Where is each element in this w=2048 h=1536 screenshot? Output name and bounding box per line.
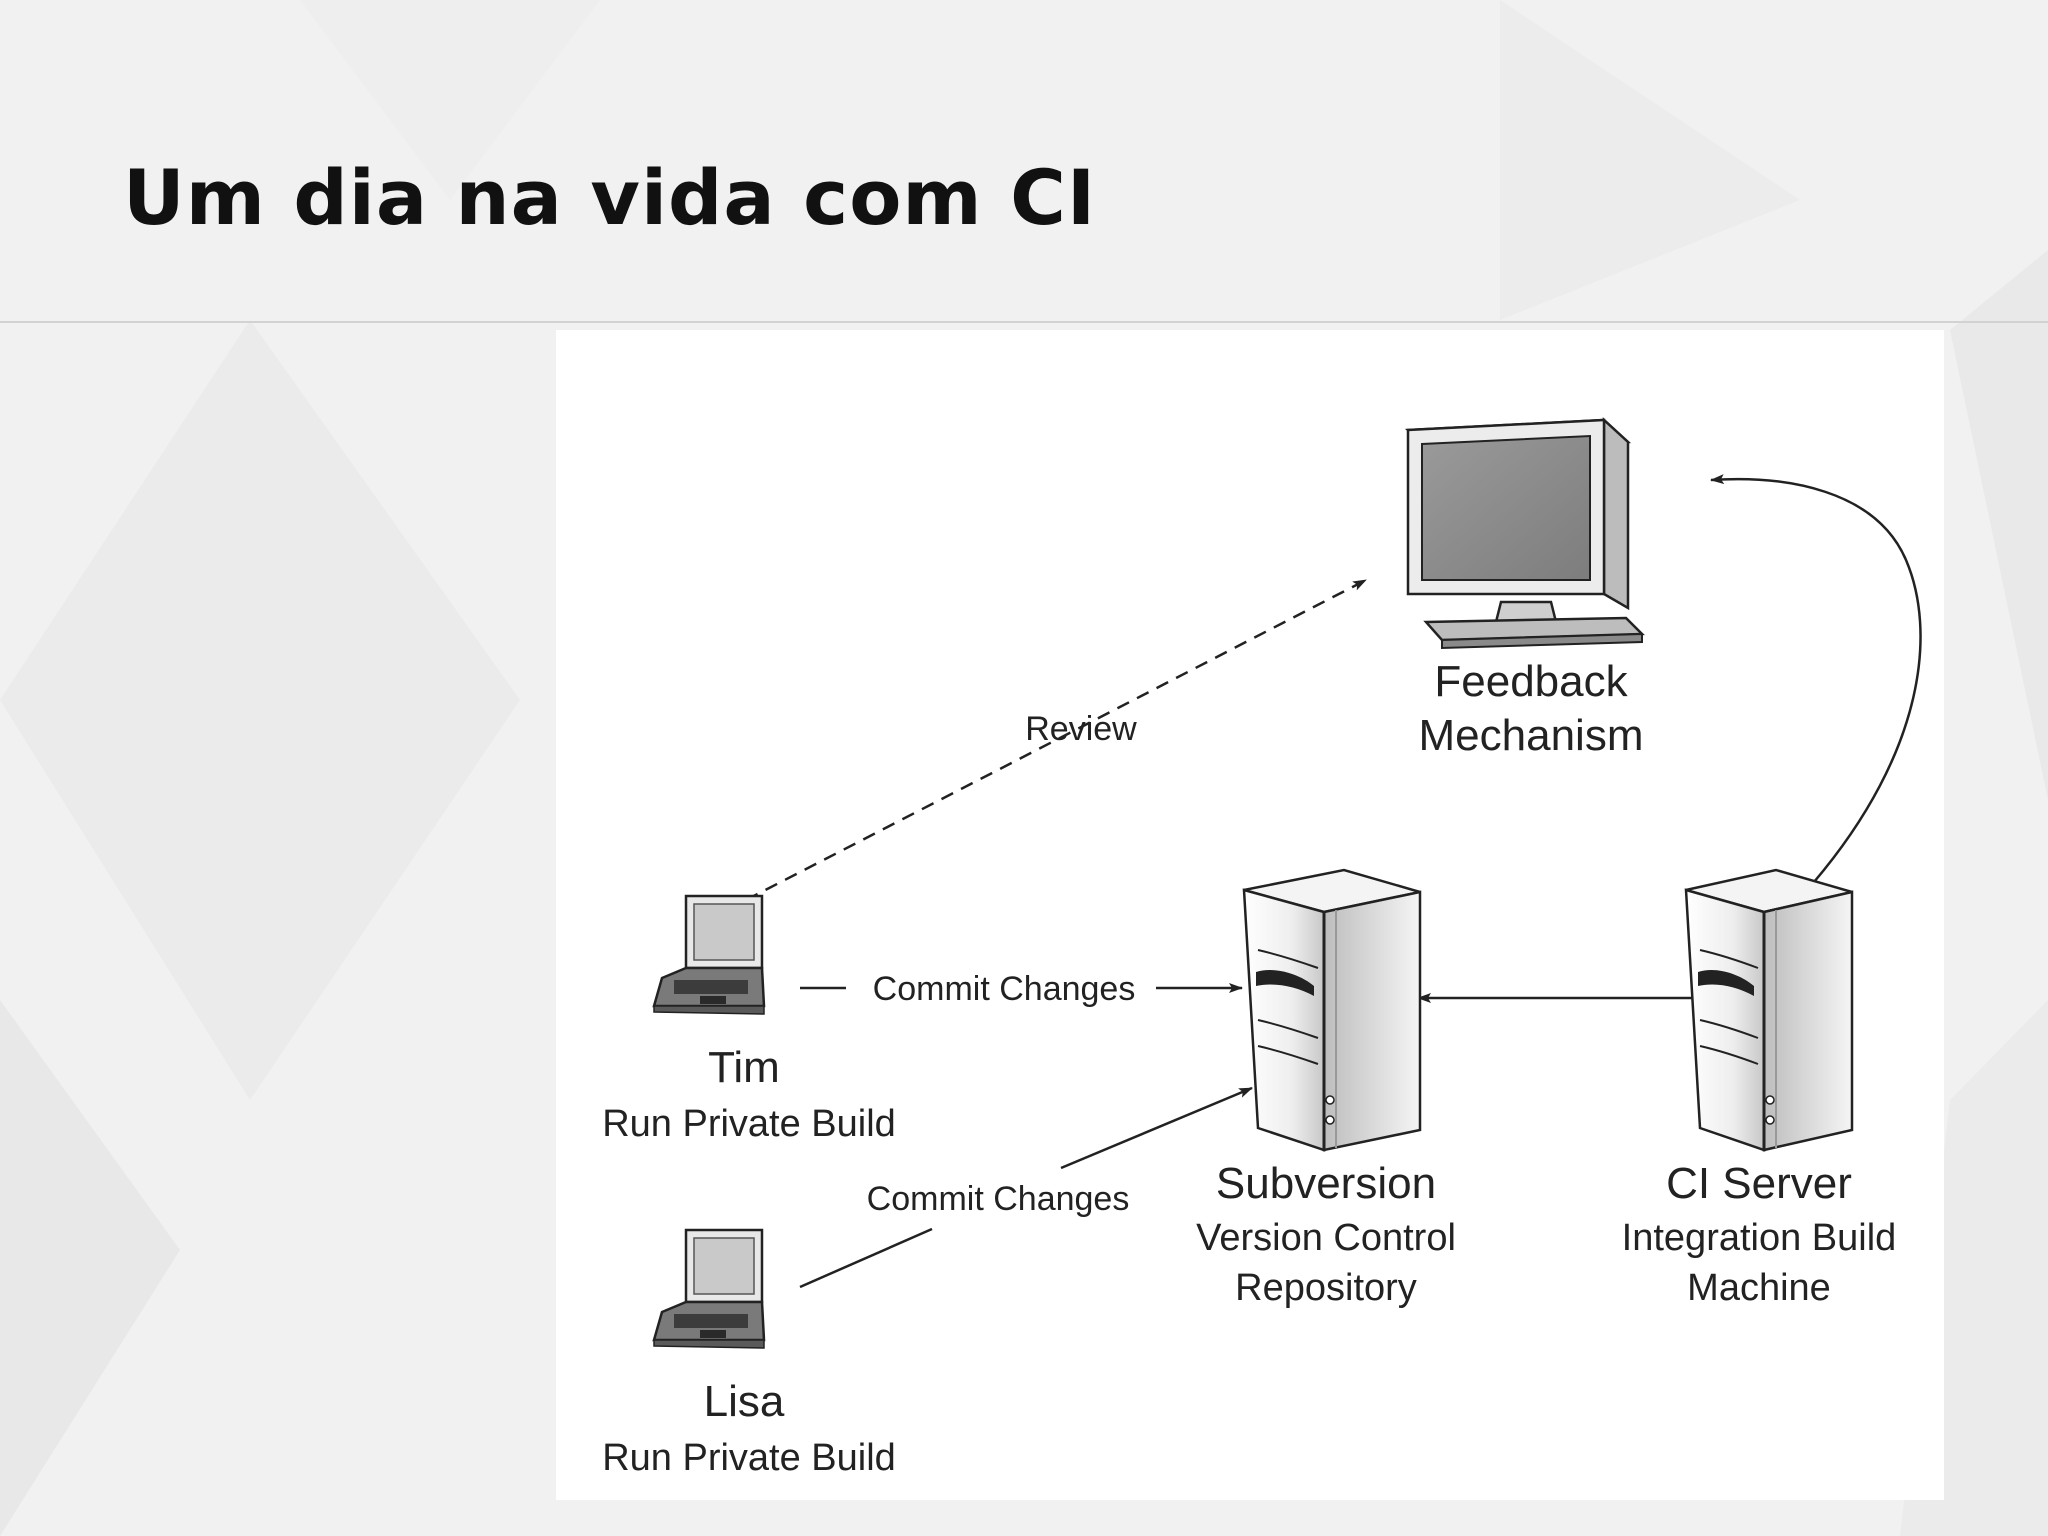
review-arrow [745, 578, 1367, 902]
feedback-label-line2: Mechanism [1419, 711, 1644, 760]
ci-to-feedback-arrow [1710, 474, 1922, 883]
review-label: Review [1025, 710, 1137, 748]
monitor-icon [1404, 417, 1645, 650]
subversion-server-icon [1242, 868, 1422, 1152]
title-divider [0, 321, 2048, 323]
ci-server-name: CI Server [1666, 1159, 1852, 1208]
subversion-line3: Repository [1235, 1267, 1417, 1309]
lisa-name: Lisa [704, 1377, 785, 1426]
ci-server-icon [1684, 868, 1854, 1152]
lisa-role: Run Private Build [602, 1437, 896, 1479]
slide-title: Um dia na vida com CI [123, 153, 1097, 242]
commit-tim-label: Commit Changes [873, 970, 1136, 1008]
tim-laptop-icon [652, 894, 766, 1015]
diagram-canvas: Review Commit Changes Commit Changes [602, 417, 1922, 1479]
commit-lisa-label: Commit Changes [867, 1180, 1130, 1218]
ci-server-line2: Integration Build [1622, 1217, 1897, 1259]
ci-server-line3: Machine [1687, 1267, 1831, 1309]
feedback-label-line1: Feedback [1434, 657, 1628, 706]
lisa-laptop-icon [652, 1228, 766, 1349]
ci-diagram: Review Commit Changes Commit Changes [556, 330, 1944, 1500]
tim-name: Tim [708, 1043, 780, 1092]
subversion-line2: Version Control [1196, 1217, 1456, 1259]
commit-lisa-arrow [799, 1086, 1253, 1289]
tim-role: Run Private Build [602, 1103, 896, 1145]
subversion-name: Subversion [1216, 1159, 1436, 1208]
